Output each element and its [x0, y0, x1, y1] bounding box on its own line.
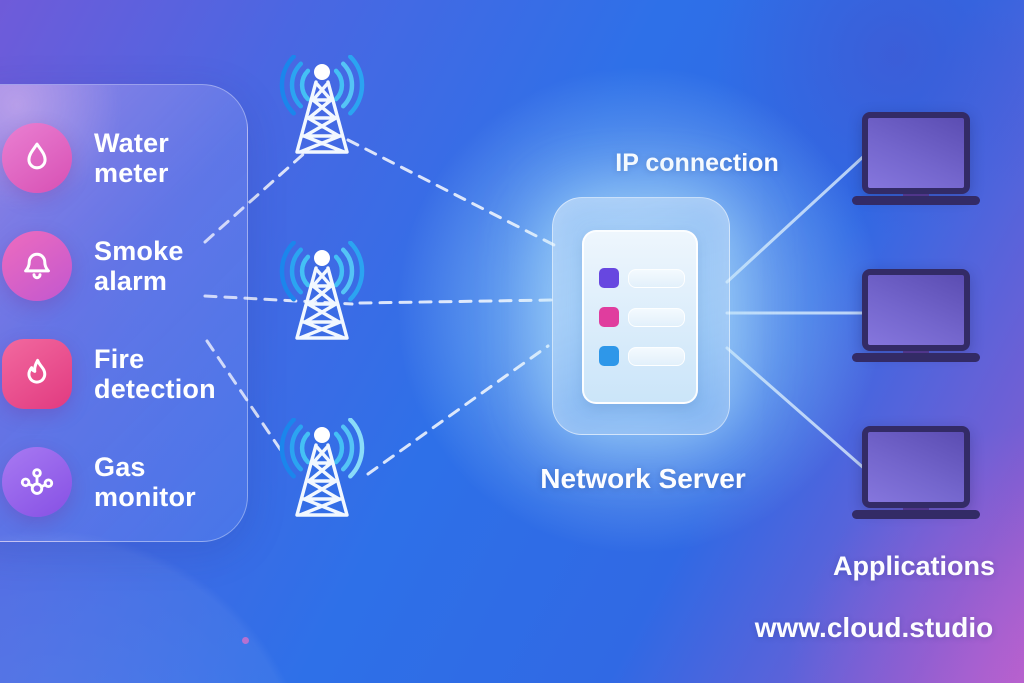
sensor-label: Water meter — [94, 128, 169, 188]
tower-lattice — [295, 250, 349, 340]
server-row — [599, 346, 696, 366]
server-row-indicator — [599, 346, 619, 366]
laptop-icon-1 — [852, 112, 980, 205]
water-drop-icon — [27, 142, 47, 170]
bell-icon — [24, 252, 50, 280]
molecule-icon — [20, 468, 54, 495]
radio-tower-icon-1 — [279, 55, 365, 154]
server-row-bar — [628, 268, 685, 288]
radio-tower-icon-3 — [279, 418, 365, 517]
laptop-hinge — [903, 505, 929, 512]
sensor-label-line1: Smoke — [94, 236, 184, 266]
server-row-bar — [628, 346, 685, 366]
sensor-item-fire-detection: Fire detection — [2, 337, 247, 411]
server-row-indicator — [599, 307, 619, 327]
server-panel — [582, 230, 698, 404]
sensor-item-smoke-alarm: Smoke alarm — [2, 229, 247, 303]
radio-tower-icon-2 — [279, 241, 365, 340]
sensor-label-line2: alarm — [94, 266, 168, 296]
dashed-link-tower-1-server — [346, 138, 558, 248]
laptop-base — [852, 196, 980, 205]
sensor-label-line2: meter — [94, 158, 169, 188]
radio-waves — [279, 418, 365, 479]
radio-waves — [279, 241, 365, 302]
radio-waves — [279, 55, 365, 116]
tower-lattice — [295, 427, 349, 517]
laptop-hinge — [903, 191, 929, 198]
smoke-alarm-badge — [2, 231, 72, 301]
ip-connection-label: IP connection — [615, 149, 779, 177]
sensor-label-line1: Fire — [94, 344, 145, 374]
tower-lattice — [295, 64, 349, 154]
sensor-label-line2: detection — [94, 374, 216, 404]
dashed-link-tower-3-server — [366, 344, 550, 476]
fire-detection-badge — [2, 339, 72, 409]
sensor-label: Smoke alarm — [94, 236, 184, 296]
laptop-screen — [862, 269, 970, 351]
dashed-link-tower-2-server — [358, 298, 554, 305]
laptop-base — [852, 510, 980, 519]
sensor-label: Fire detection — [94, 344, 216, 404]
sensor-item-water-meter: Water meter — [2, 121, 247, 195]
server-row — [599, 307, 696, 327]
server-row — [599, 268, 696, 288]
sensor-item-gas-monitor: Gas monitor — [2, 445, 247, 519]
laptop-icon-3 — [852, 426, 980, 519]
applications-label: Applications — [832, 551, 995, 581]
sensor-label-line1: Gas — [94, 452, 146, 482]
laptop-hinge — [903, 348, 929, 355]
solid-link-server-laptop-3 — [725, 346, 868, 472]
laptop-icon-2 — [852, 269, 980, 362]
water-meter-badge — [2, 123, 72, 193]
sensor-list-panel: Water meter Smoke alarm — [0, 84, 248, 542]
website-label: www.cloud.studio — [754, 612, 994, 643]
sensor-label: Gas monitor — [94, 452, 196, 512]
sensor-label-line2: monitor — [94, 482, 196, 512]
decorative-dot — [242, 637, 249, 644]
laptop-screen — [862, 112, 970, 194]
flame-icon — [27, 358, 47, 384]
server-row-bar — [628, 307, 685, 327]
gas-monitor-badge — [2, 447, 72, 517]
server-row-indicator — [599, 268, 619, 288]
laptop-screen — [862, 426, 970, 508]
sensor-label-line1: Water — [94, 128, 170, 158]
laptop-base — [852, 353, 980, 362]
network-server-box — [552, 197, 730, 435]
network-server-label: Network Server — [540, 463, 746, 494]
